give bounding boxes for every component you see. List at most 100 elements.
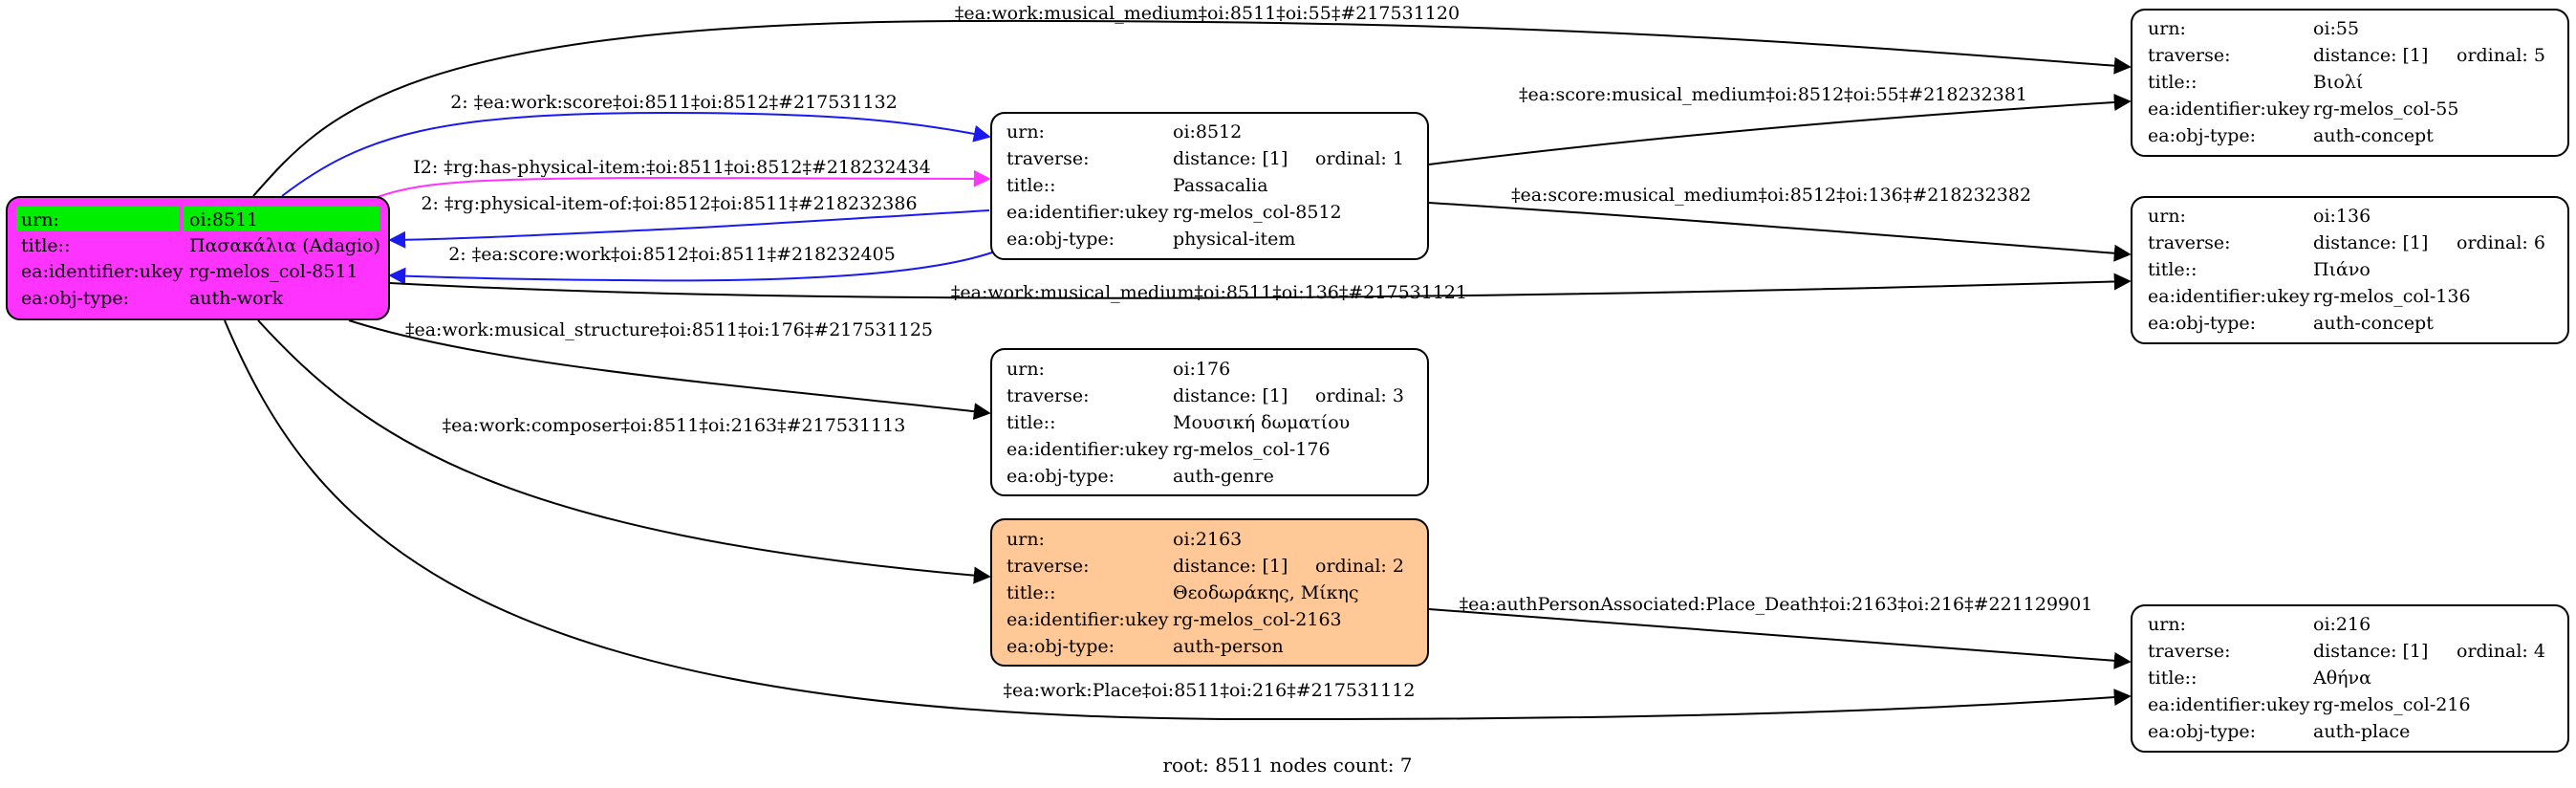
node-key: traverse: [1007, 556, 1090, 577]
node-key: urn: [1007, 359, 1045, 380]
node-ordinal: ordinal: 5 [2457, 45, 2545, 66]
node-value: Passacalia [1173, 175, 1268, 196]
node-ordinal: ordinal: 4 [2457, 641, 2545, 662]
node-ordinal: ordinal: 6 [2457, 232, 2545, 253]
node-136[interactable]: urn: oi:136 traverse: distance: [1] ordi… [2131, 196, 2569, 344]
node-value: rg-melos_col-176 [1173, 439, 1331, 460]
node-key: ea:obj-type: [1007, 466, 1115, 487]
node-key: traverse: [2148, 232, 2231, 253]
node-value: rg-melos_col-216 [2313, 694, 2471, 715]
node-value: distance: [1] [2313, 641, 2428, 662]
node-key: title:: [1007, 582, 1055, 603]
node-value: rg-melos_col-2163 [1173, 609, 1342, 630]
edge-label: 2: ‡ea:work:score‡oi:8511‡oi:8512‡#21753… [450, 92, 898, 113]
edge-score-medium-136[interactable]: ‡ea:score:musical_medium‡oi:8512‡oi:136‡… [1428, 185, 2132, 262]
node-value: distance: [1] [1173, 556, 1288, 577]
node-key: title:: [2148, 72, 2197, 93]
edge-label: I2: ‡rg:has-physical-item:‡oi:8511‡oi:85… [413, 157, 930, 178]
node-value: auth-concept [2313, 125, 2434, 146]
node-key: title:: [1007, 412, 1055, 433]
node-value: oi:136 [2313, 206, 2370, 227]
node-key: urn: [2148, 614, 2186, 635]
node-value: physical-item [1173, 229, 1295, 250]
node-value: distance: [1] [2313, 45, 2428, 66]
edge-label: 2: ‡ea:score:work‡oi:8512‡oi:8511‡#21823… [448, 244, 896, 265]
node-176[interactable]: urn: oi:176 traverse: distance: [1] ordi… [990, 348, 1429, 496]
node-value: oi:8511 [189, 209, 258, 230]
edge-label: ‡ea:work:musical_medium‡oi:8511‡oi:55‡#2… [955, 3, 1460, 24]
edge-label: ‡ea:work:musical_structure‡oi:8511‡oi:17… [405, 319, 933, 340]
node-value: rg-melos_col-8512 [1173, 202, 1342, 223]
highlight-cell [16, 207, 179, 230]
node-value: auth-work [189, 288, 284, 309]
node-216[interactable]: urn: oi:216 traverse: distance: [1] ordi… [2131, 604, 2569, 753]
node-value: distance: [1] [1173, 148, 1288, 169]
edge-score-medium-55[interactable]: ‡ea:score:musical_medium‡oi:8512‡oi:55‡#… [1428, 84, 2132, 165]
node-ordinal: ordinal: 3 [1315, 385, 1404, 406]
node-key: ea:identifier:ukey [1007, 609, 1169, 630]
node-key: ea:identifier:ukey [2148, 694, 2310, 715]
edge-label: ‡ea:score:musical_medium‡oi:8512‡oi:55‡#… [1519, 84, 2027, 105]
node-key: urn: [21, 209, 59, 230]
edge-work-score[interactable]: 2: ‡ea:work:score‡oi:8511‡oi:8512‡#21753… [281, 92, 991, 197]
node-ordinal: ordinal: 2 [1315, 556, 1404, 577]
node-value: oi:8512 [1173, 121, 1242, 142]
edge-score-work[interactable]: 2: ‡ea:score:work‡oi:8512‡oi:8511‡#21823… [388, 244, 993, 285]
node-key: title:: [1007, 175, 1055, 196]
node-value: auth-genre [1173, 466, 1274, 487]
edge-work-structure[interactable]: ‡ea:work:musical_structure‡oi:8511‡oi:17… [348, 319, 991, 421]
node-value: distance: [1] [1173, 385, 1288, 406]
node-key: traverse: [1007, 385, 1090, 406]
node-key: urn: [1007, 529, 1045, 550]
edge-label: 2: ‡rg:physical-item-of:‡oi:8512‡oi:8511… [421, 193, 917, 214]
node-value: oi:216 [2313, 614, 2370, 635]
node-ordinal: ordinal: 1 [1315, 148, 1404, 169]
graph-footer: root: 8511 nodes count: 7 [1162, 754, 1412, 777]
node-key: ea:identifier:ukey [1007, 202, 1169, 223]
node-value: Πασακάλια (Adagio) [189, 235, 380, 256]
node-key: title:: [21, 235, 70, 256]
edge-has-physical-item[interactable]: I2: ‡rg:has-physical-item:‡oi:8511‡oi:85… [377, 157, 991, 198]
node-key: ea:obj-type: [1007, 229, 1115, 250]
node-value: auth-place [2313, 721, 2410, 742]
node-value: oi:2163 [1173, 529, 1242, 550]
node-key: urn: [2148, 206, 2186, 227]
node-value: auth-concept [2313, 313, 2434, 334]
node-key: title:: [2148, 259, 2197, 280]
node-key: ea:obj-type: [1007, 636, 1115, 657]
edge-label: ‡ea:work:composer‡oi:8511‡oi:2163‡#21753… [443, 415, 906, 436]
node-key: ea:identifier:ukey [2148, 286, 2310, 307]
edge-work-medium-55[interactable]: ‡ea:work:musical_medium‡oi:8511‡oi:55‡#2… [252, 3, 2132, 197]
edge-work-composer[interactable]: ‡ea:work:composer‡oi:8511‡oi:2163‡#21753… [257, 319, 991, 584]
node-key: ea:obj-type: [2148, 721, 2256, 742]
highlight-cell [184, 207, 379, 230]
node-value: rg-melos_col-136 [2313, 286, 2471, 307]
node-key: urn: [1007, 121, 1045, 142]
node-value: Πιάνο [2313, 259, 2370, 280]
edge-work-medium-136[interactable]: ‡ea:work:musical_medium‡oi:8511‡oi:136‡#… [389, 273, 2132, 303]
edge-person-place-death[interactable]: ‡ea:authPersonAssociated:Place_Death‡oi:… [1428, 594, 2132, 669]
node-55[interactable]: urn: oi:55 traverse: distance: [1] ordin… [2131, 9, 2569, 157]
node-2163[interactable]: urn: oi:2163 traverse: distance: [1] ord… [990, 518, 1429, 667]
node-key: title:: [2148, 668, 2197, 689]
node-key: traverse: [2148, 45, 2231, 66]
node-value: distance: [1] [2313, 232, 2428, 253]
node-value: Αθήνα [2312, 668, 2371, 689]
edge-label: ‡ea:score:musical_medium‡oi:8512‡oi:136‡… [1511, 185, 2031, 206]
edge-label: ‡ea:work:Place‡oi:8511‡oi:216‡#217531112 [1004, 680, 1416, 701]
edge-work-place[interactable]: ‡ea:work:Place‡oi:8511‡oi:216‡#217531112 [224, 319, 2132, 721]
node-value: rg-melos_col-55 [2313, 98, 2458, 120]
node-key: ea:obj-type: [21, 288, 129, 309]
edge-physical-item-of[interactable]: 2: ‡rg:physical-item-of:‡oi:8512‡oi:8511… [388, 193, 990, 249]
node-key: urn: [2148, 18, 2186, 39]
node-key: ea:identifier:ukey [1007, 439, 1169, 460]
node-8512[interactable]: urn: oi:8512 traverse: distance: [1] ord… [990, 112, 1429, 260]
node-value: oi:176 [1173, 359, 1230, 380]
node-root-8511[interactable]: urn: oi:8511 title:: Πασακάλια (Adagio) … [6, 196, 390, 320]
edge-label: ‡ea:work:musical_medium‡oi:8511‡oi:136‡#… [951, 282, 1467, 303]
node-value: Μουσική δωματίου [1173, 412, 1350, 433]
node-value: oi:55 [2313, 18, 2359, 39]
node-key: ea:identifier:ukey [21, 261, 184, 282]
node-value: Βιολί [2313, 72, 2363, 93]
